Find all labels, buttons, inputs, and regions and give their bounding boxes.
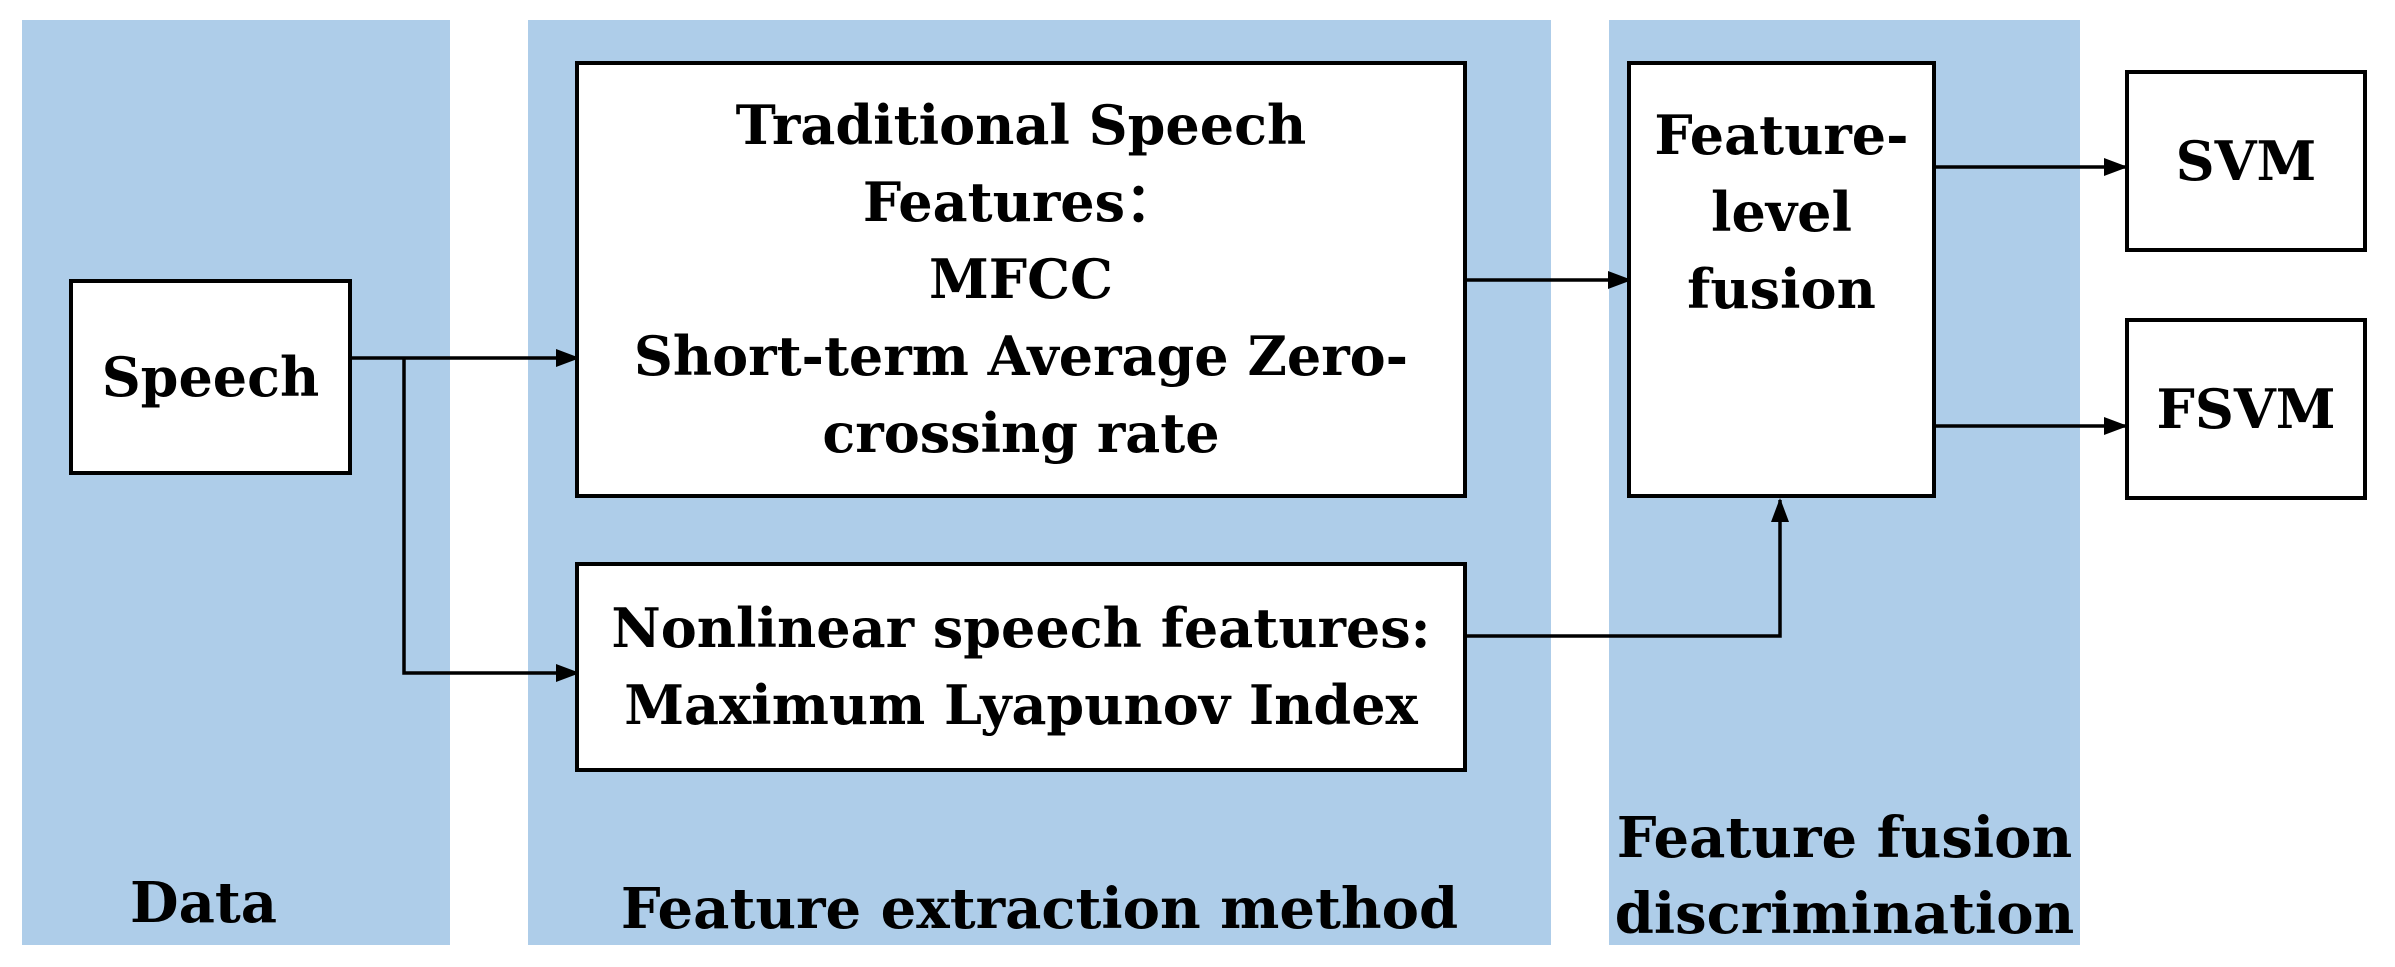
fusion-line-1: Feature- (1654, 102, 1909, 167)
fusion-line-3: fusion (1687, 256, 1876, 321)
data-panel-label: Data (130, 870, 277, 936)
nonlinear-line-1: Nonlinear speech features: (611, 596, 1431, 660)
fusion-label-line-1: Feature fusion (1616, 805, 2073, 871)
fusion-label-line-2: discrimination (1614, 881, 2075, 947)
speech-label: Speech (101, 344, 320, 409)
fsvm-label: FSVM (2156, 376, 2336, 441)
traditional-line-5: crossing rate (822, 401, 1220, 465)
fusion-line-2: level (1710, 179, 1853, 244)
traditional-features-box: Traditional Speech Features： MFCC Short-… (575, 61, 1467, 498)
traditional-line-4: Short-term Average Zero- (633, 324, 1409, 388)
nonlinear-line-2: Maximum Lyapunov Index (624, 673, 1418, 737)
feature-level-fusion-box: Feature- level fusion (1627, 61, 1936, 498)
traditional-line-3: MFCC (928, 247, 1114, 311)
svm-box: SVM (2125, 70, 2367, 252)
feature-fusion-panel-label: Feature fusion discrimination (1609, 800, 2080, 952)
svm-label: SVM (2175, 128, 2317, 193)
traditional-line-2: Features： (862, 170, 1180, 234)
feature-extraction-panel-label: Feature extraction method (620, 876, 1459, 942)
traditional-line-1: Traditional Speech (735, 93, 1307, 157)
speech-box: Speech (69, 279, 352, 475)
nonlinear-features-box: Nonlinear speech features: Maximum Lyapu… (575, 562, 1467, 772)
data-panel: Data (22, 20, 450, 945)
fsvm-box: FSVM (2125, 318, 2367, 500)
